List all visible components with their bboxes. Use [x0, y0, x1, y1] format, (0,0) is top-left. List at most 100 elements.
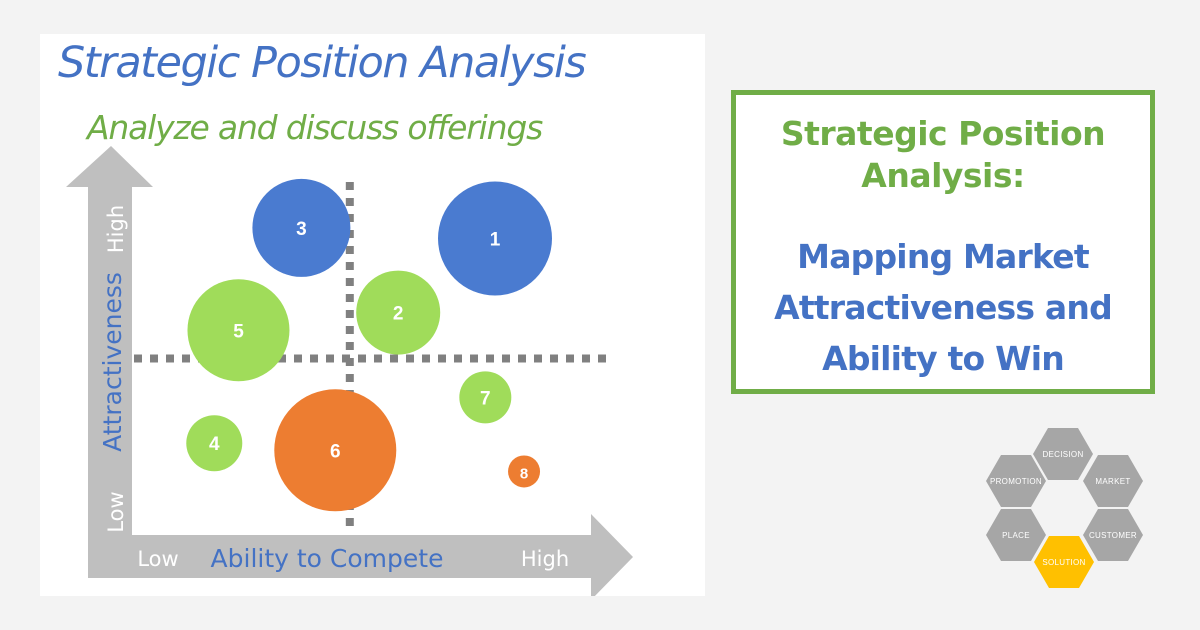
vertical-divider-dash: [345, 198, 354, 206]
info-box: Strategic Position Analysis: Mapping Mar…: [731, 90, 1155, 394]
bubble-circle: [274, 389, 397, 512]
bubble-circle: [187, 279, 290, 382]
horizontal-divider-dash: [550, 354, 558, 363]
bubble-label: 5: [233, 321, 244, 342]
bubble-label: 8: [520, 465, 528, 482]
hexagon-label: DECISION: [1042, 450, 1083, 459]
info-title-line-1: Strategic Position: [780, 114, 1106, 153]
info-title: Strategic Position Analysis:: [736, 113, 1150, 197]
info-subtitle-line-2: Attractiveness and: [774, 288, 1113, 327]
horizontal-divider-dash: [502, 354, 510, 363]
bubble-circle: [356, 270, 441, 355]
chart-panel: Strategic Position Analysis Analyze and …: [40, 34, 705, 596]
hexagon-shape: [1083, 509, 1143, 561]
bubble-label: 2: [393, 304, 404, 325]
hexagon-label: MARKET: [1095, 477, 1130, 486]
bubble-5: 5: [187, 279, 290, 382]
x-axis-title: Ability to Compete: [211, 544, 444, 573]
vertical-divider-dash: [345, 246, 354, 254]
vertical-divider-dash: [345, 326, 354, 334]
horizontal-divider-dash: [422, 354, 430, 363]
hexagon-label: SOLUTION: [1042, 558, 1085, 567]
x-axis-low-label: Low: [137, 547, 178, 571]
hexagon-shape: [986, 455, 1046, 507]
horizontal-divider-dash: [166, 354, 174, 363]
horizontal-divider-dash: [390, 354, 398, 363]
vertical-divider-dash: [345, 214, 354, 222]
horizontal-divider-dash: [518, 354, 526, 363]
x-axis-arrow: [88, 514, 633, 596]
hex-market: MARKET: [1083, 455, 1143, 507]
info-title-line-2: Analysis:: [861, 156, 1025, 195]
horizontal-divider-dash: [598, 354, 606, 363]
bubble-6: 6: [274, 389, 397, 512]
bubble-label: 7: [480, 388, 491, 409]
vertical-divider-dash: [345, 374, 354, 382]
horizontal-divider-dash: [326, 354, 334, 363]
vertical-divider-dash: [345, 278, 354, 286]
horizontal-divider-dash: [342, 354, 350, 363]
horizontal-divider-dash: [470, 354, 478, 363]
bubbles: 1 2 3 4 5 6 7 8: [186, 178, 552, 512]
bubble-label: 4: [209, 434, 220, 455]
bubble-circle: [252, 178, 351, 277]
horizontal-divider-dash: [310, 354, 318, 363]
bubble-1: 1: [438, 181, 552, 296]
bubble-2: 2: [356, 270, 441, 355]
bubble-3: 3: [252, 178, 351, 277]
horizontal-divider-dash: [134, 354, 142, 363]
horizontal-divider-dash: [294, 354, 302, 363]
hexagon-label: CUSTOMER: [1089, 531, 1137, 540]
bubble-circle: [438, 181, 552, 296]
horizontal-divider-dash: [486, 354, 494, 363]
info-subtitle-line-3: Ability to Win: [822, 339, 1065, 378]
horizontal-divider-dash: [406, 354, 414, 363]
horizontal-divider-dash: [566, 354, 574, 363]
bubble-label: 1: [490, 229, 501, 250]
vertical-divider-dash: [345, 182, 354, 190]
horizontal-divider-dash: [150, 354, 158, 363]
hexagon-label: PROMOTION: [990, 477, 1042, 486]
hex-customer: CUSTOMER: [1083, 509, 1143, 561]
horizontal-divider-dash: [534, 354, 542, 363]
info-subtitle-line-1: Mapping Market: [797, 237, 1089, 276]
hex-promotion: PROMOTION: [986, 455, 1046, 507]
bubble-chart: High Attractiveness Low Low Ability to C…: [66, 146, 633, 596]
hexagon-shape: [1083, 455, 1143, 507]
vertical-divider-dash: [345, 294, 354, 302]
vertical-divider-dash: [345, 310, 354, 318]
chart-title: Strategic Position Analysis: [58, 38, 587, 88]
bubble-circle: [186, 415, 243, 472]
horizontal-divider-dash: [278, 354, 286, 363]
y-axis-low-label: Low: [104, 491, 128, 532]
vertical-divider-dash: [345, 262, 354, 270]
vertical-divider-dash: [345, 342, 354, 350]
horizontal-divider-dash: [182, 354, 190, 363]
hexagon-label: PLACE: [1002, 531, 1030, 540]
hexagon-shape: [1034, 536, 1094, 588]
bubble-label: 3: [296, 219, 307, 240]
horizontal-divider-dash: [582, 354, 590, 363]
bubble-label: 6: [330, 441, 341, 462]
info-subtitle: Mapping Market Attractiveness and Abilit…: [736, 231, 1150, 384]
hexagon-shape: [1033, 428, 1093, 480]
bubble-4: 4: [186, 415, 243, 472]
bubble-7: 7: [459, 371, 512, 424]
bubble-8: 8: [508, 455, 541, 488]
y-axis-title: Attractiveness: [98, 272, 127, 452]
horizontal-divider-dash: [374, 354, 382, 363]
x-axis-high-label: High: [521, 547, 569, 571]
axes: High Attractiveness Low Low Ability to C…: [66, 146, 633, 596]
y-axis-high-label: High: [104, 205, 128, 253]
y-axis-arrow: [66, 146, 153, 535]
horizontal-divider-dash: [454, 354, 462, 363]
bubble-circle: [508, 455, 541, 488]
chart-subtitle: Analyze and discuss offerings: [87, 108, 543, 147]
vertical-divider-dash: [345, 518, 354, 526]
hex-decision: DECISION: [1033, 428, 1093, 480]
hex-place: PLACE: [986, 509, 1046, 561]
horizontal-divider-dash: [438, 354, 446, 363]
hexagon-shape: [986, 509, 1046, 561]
horizontal-divider-dash: [358, 354, 366, 363]
bubble-circle: [459, 371, 512, 424]
